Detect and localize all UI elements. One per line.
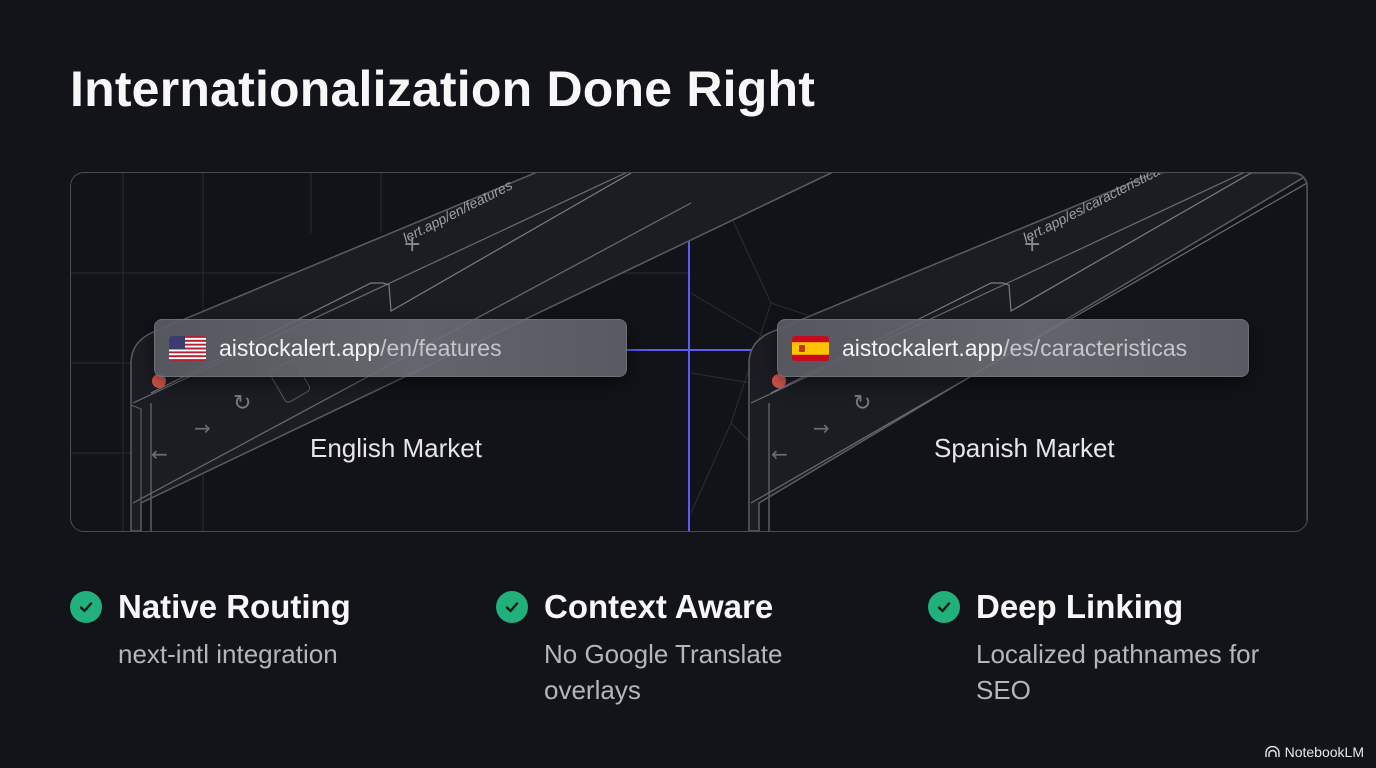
spanish-market-label: Spanish Market bbox=[934, 433, 1115, 463]
url-bar-spanish[interactable]: aistockalert.app/es/caracteristicas bbox=[777, 319, 1249, 377]
check-circle-icon bbox=[928, 591, 960, 623]
notebooklm-watermark: NotebookLM bbox=[1264, 744, 1364, 760]
feature-description: next-intl integration bbox=[118, 639, 338, 669]
new-tab-plus-icon: + bbox=[1023, 232, 1041, 257]
url-bar-english[interactable]: aistockalert.app/en/features bbox=[154, 319, 627, 377]
check-circle-icon bbox=[70, 591, 102, 623]
new-tab-plus-icon: + bbox=[403, 232, 421, 257]
feature-description: No Google Translate overlays bbox=[544, 639, 783, 705]
brand-label: NotebookLM bbox=[1284, 744, 1364, 760]
url-host: aistockalert.app bbox=[219, 334, 381, 361]
window-close-dot bbox=[152, 374, 166, 388]
url-path: /en/features bbox=[380, 334, 502, 361]
us-flag-icon bbox=[169, 335, 206, 361]
browser-comparison-illustration: lert.app/en/features + ↻ → ← lert.app/es… bbox=[70, 172, 1308, 532]
forward-icon: → bbox=[813, 416, 830, 440]
reload-icon: ↻ bbox=[853, 391, 871, 416]
url-host: aistockalert.app bbox=[842, 334, 1004, 361]
check-circle-icon bbox=[496, 591, 528, 623]
feature-context-aware: Context Aware No Google Translate overla… bbox=[496, 588, 834, 708]
feature-native-routing: Native Routing next-intl integration bbox=[70, 588, 418, 672]
notebooklm-icon bbox=[1264, 746, 1280, 757]
feature-description: Localized pathnames for SEO bbox=[976, 639, 1260, 705]
spain-flag-icon bbox=[792, 335, 829, 361]
feature-title: Context Aware bbox=[544, 588, 774, 625]
window-close-dot bbox=[772, 374, 786, 388]
feature-deep-linking: Deep Linking Localized pathnames for SEO bbox=[928, 588, 1266, 708]
back-icon: ← bbox=[151, 442, 168, 466]
page-title: Internationalization Done Right bbox=[70, 61, 816, 117]
reload-icon: ↻ bbox=[233, 391, 251, 416]
url-path: /es/caracteristicas bbox=[1003, 334, 1188, 361]
feature-title: Deep Linking bbox=[976, 588, 1184, 625]
forward-icon: → bbox=[194, 416, 211, 440]
back-icon: ← bbox=[771, 442, 788, 466]
feature-title: Native Routing bbox=[118, 588, 351, 625]
english-market-label: English Market bbox=[310, 433, 482, 463]
